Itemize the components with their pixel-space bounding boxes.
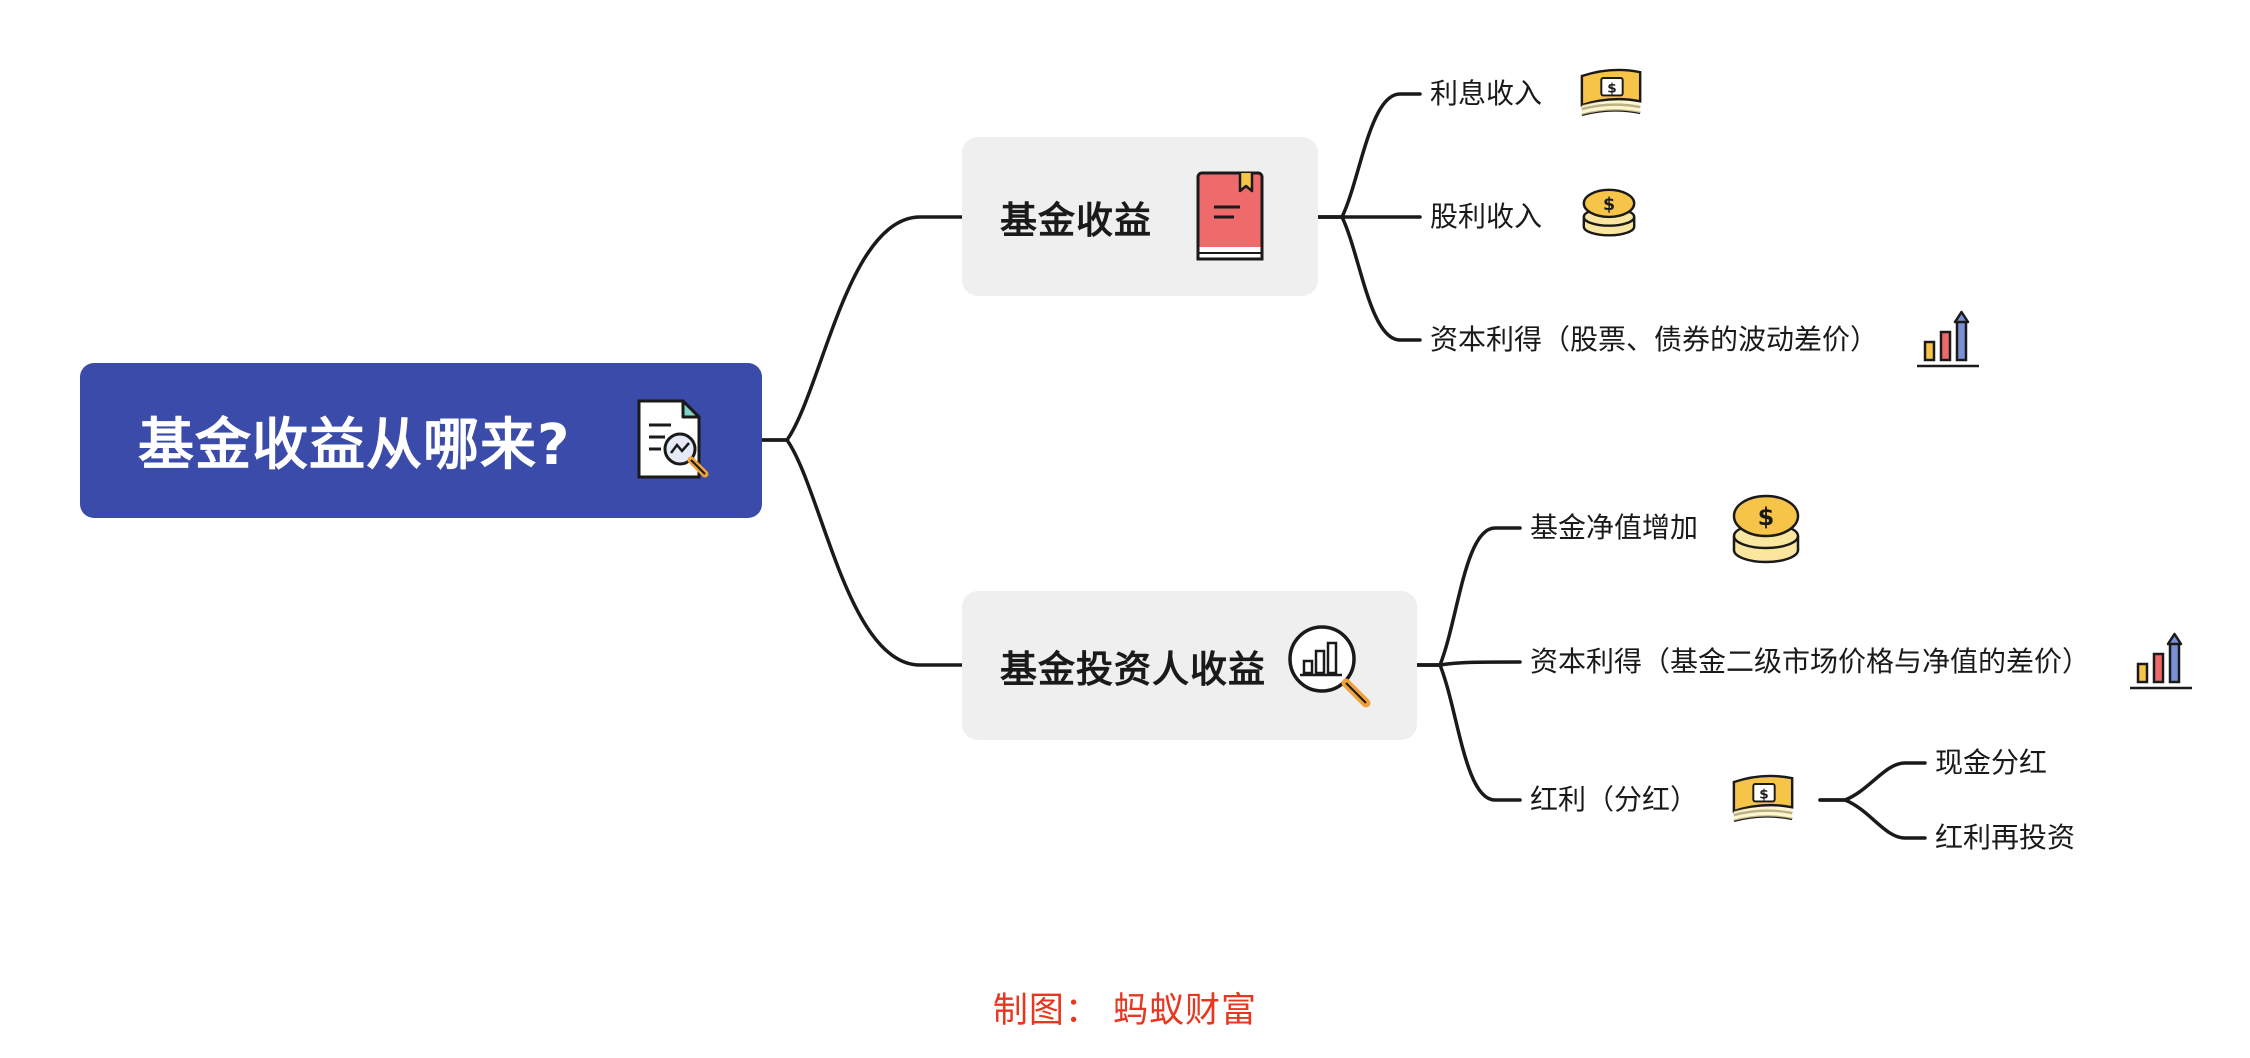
branch-investor-income: 基金投资人收益 [962,591,1417,740]
branch-title: 基金收益 [1000,198,1152,242]
connector-root-branch-2 [760,438,964,667]
leaf-dividend-reinvest: 红利再投资 [1935,821,2076,854]
svg-text:$: $ [1759,787,1768,803]
connector-b2-leaf-1 [1415,526,1522,667]
connector-root-branch-1 [760,215,964,442]
leaf-capital-gains-2: 资本利得（基金二级市场价格与净值的差价） [1530,645,2091,678]
leaf-dividend: 红利（分红） [1530,783,1699,816]
svg-text:$: $ [1607,81,1616,97]
leaf-cash-dividend: 现金分红 [1935,746,2048,779]
branch-title: 基金投资人收益 [1000,647,1266,691]
branch-fund-income: 基金收益 [962,137,1318,296]
connector-b1-leaf-1 [1316,92,1422,219]
bar-chart-up-icon [2130,632,2192,690]
connector-b2-leaf-3 [1415,663,1522,802]
connector-dividend-child-1 [1818,761,1927,802]
magnifier-chart-icon [1288,625,1371,708]
leaf-capital-gains-1: 资本利得（股票、债券的波动差价） [1430,323,1879,356]
svg-text:$: $ [1603,195,1615,215]
document-magnifier-icon [637,399,709,479]
leaf-dividend-income: 股利收入 [1430,200,1543,233]
coin-stack-icon: $ [1582,188,1636,237]
root-node: 基金收益从哪来? [80,363,762,518]
connector-b1-leaf-3 [1316,215,1422,342]
banknote-icon: $ [1732,774,1794,823]
bar-chart-up-icon [1917,310,1979,368]
leaf-interest-income: 利息收入 [1430,77,1543,110]
footer-credit: 制图： 蚂蚁财富 [992,991,1258,1031]
root-title: 基金收益从哪来? [138,413,571,478]
red-book-icon [1196,171,1264,261]
coin-stack-icon: $ [1732,494,1800,564]
connector-dividend-child-2 [1818,798,1927,840]
leaf-nav-increase: 基金净值增加 [1530,511,1699,544]
svg-text:$: $ [1758,503,1775,531]
banknote-icon: $ [1580,68,1642,117]
